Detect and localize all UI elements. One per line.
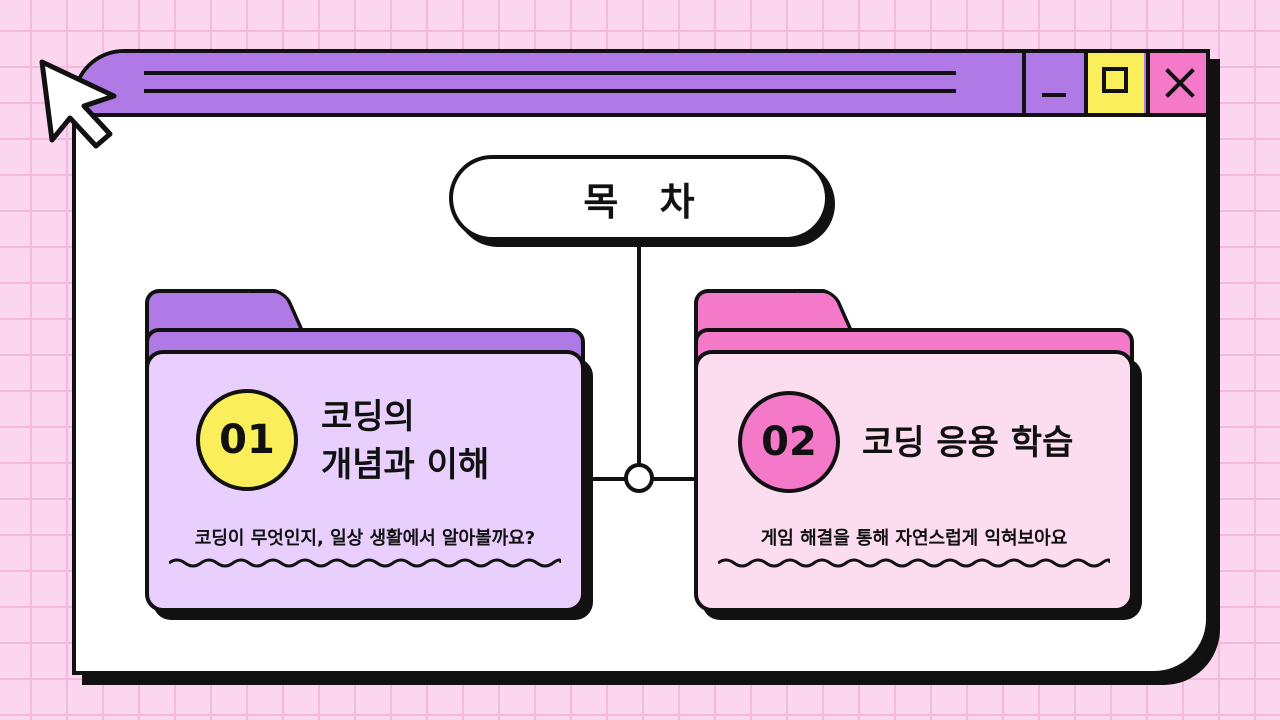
arrow-cursor-icon — [39, 59, 117, 149]
titlebar-stripe — [144, 89, 956, 93]
item-subtitle: 게임 해결을 통해 자연스럽게 익혀보아요 — [760, 528, 1068, 549]
item-title-line1: 코딩의 — [321, 397, 415, 437]
item-number-badge: 02 — [738, 391, 840, 493]
close-button[interactable] — [1146, 53, 1206, 113]
item-number-badge: 01 — [196, 389, 298, 491]
window-titlebar[interactable] — [76, 53, 1206, 117]
item-title-line2: 개념과 이해 — [321, 445, 490, 485]
item-title: 코딩 응용 학습 — [862, 423, 1074, 463]
page-title: 목 차 — [449, 155, 829, 241]
titlebar-stripe — [144, 71, 956, 75]
item-subtitle: 코딩이 무엇인지, 일상 생활에서 알아볼까요? — [194, 528, 536, 549]
wavy-underline — [169, 558, 561, 568]
wavy-underline — [718, 558, 1110, 568]
close-icon — [1165, 68, 1195, 98]
connector-line — [637, 244, 641, 480]
minimize-button[interactable] — [1022, 53, 1082, 113]
maximize-button[interactable] — [1084, 53, 1144, 113]
connector-node — [624, 463, 654, 493]
